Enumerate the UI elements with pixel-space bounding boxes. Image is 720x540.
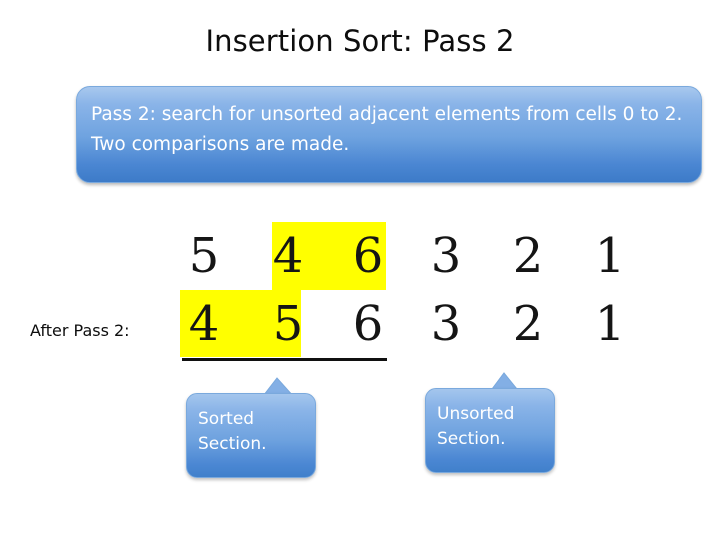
array-cell: 6 <box>352 228 384 284</box>
array-cell: 4 <box>272 228 304 284</box>
array-row-before: 5 4 6 3 2 1 <box>180 222 680 290</box>
array-cell: 2 <box>512 228 544 284</box>
callout-line-1: Sorted <box>198 409 255 429</box>
array-cell: 5 <box>188 228 220 284</box>
highlight-block-top <box>272 222 386 290</box>
callout-line-2: Section. <box>198 434 267 454</box>
array-cell: 6 <box>352 296 384 352</box>
description-text: Pass 2: search for unsorted adjacent ele… <box>91 104 683 155</box>
array-cell: 2 <box>512 296 544 352</box>
callout-line-1: Unsorted <box>437 404 515 424</box>
sorted-section-underline <box>182 358 387 361</box>
array-diagram: 5 4 6 3 2 1 4 5 6 3 2 1 <box>180 222 680 362</box>
array-cell: 4 <box>188 296 220 352</box>
callout-text: Unsorted Section. <box>437 402 552 452</box>
array-cell: 5 <box>272 296 304 352</box>
callout-body <box>186 393 316 478</box>
callout-line-2: Section. <box>437 429 506 449</box>
array-cell: 1 <box>594 228 626 284</box>
callout-text: Sorted Section. <box>198 407 313 457</box>
array-cell: 3 <box>430 296 462 352</box>
page-title: Insertion Sort: Pass 2 <box>205 24 515 58</box>
description-callout: Pass 2: search for unsorted adjacent ele… <box>76 86 702 183</box>
array-cell: 3 <box>430 228 462 284</box>
callout-body <box>425 388 555 473</box>
array-cell: 1 <box>594 296 626 352</box>
after-pass-label: After Pass 2: <box>30 321 130 340</box>
highlight-block-bottom <box>180 290 301 357</box>
array-row-after: 4 5 6 3 2 1 <box>180 290 680 358</box>
sorted-section-callout: Sorted Section. <box>186 377 318 480</box>
unsorted-section-callout: Unsorted Section. <box>425 372 557 475</box>
